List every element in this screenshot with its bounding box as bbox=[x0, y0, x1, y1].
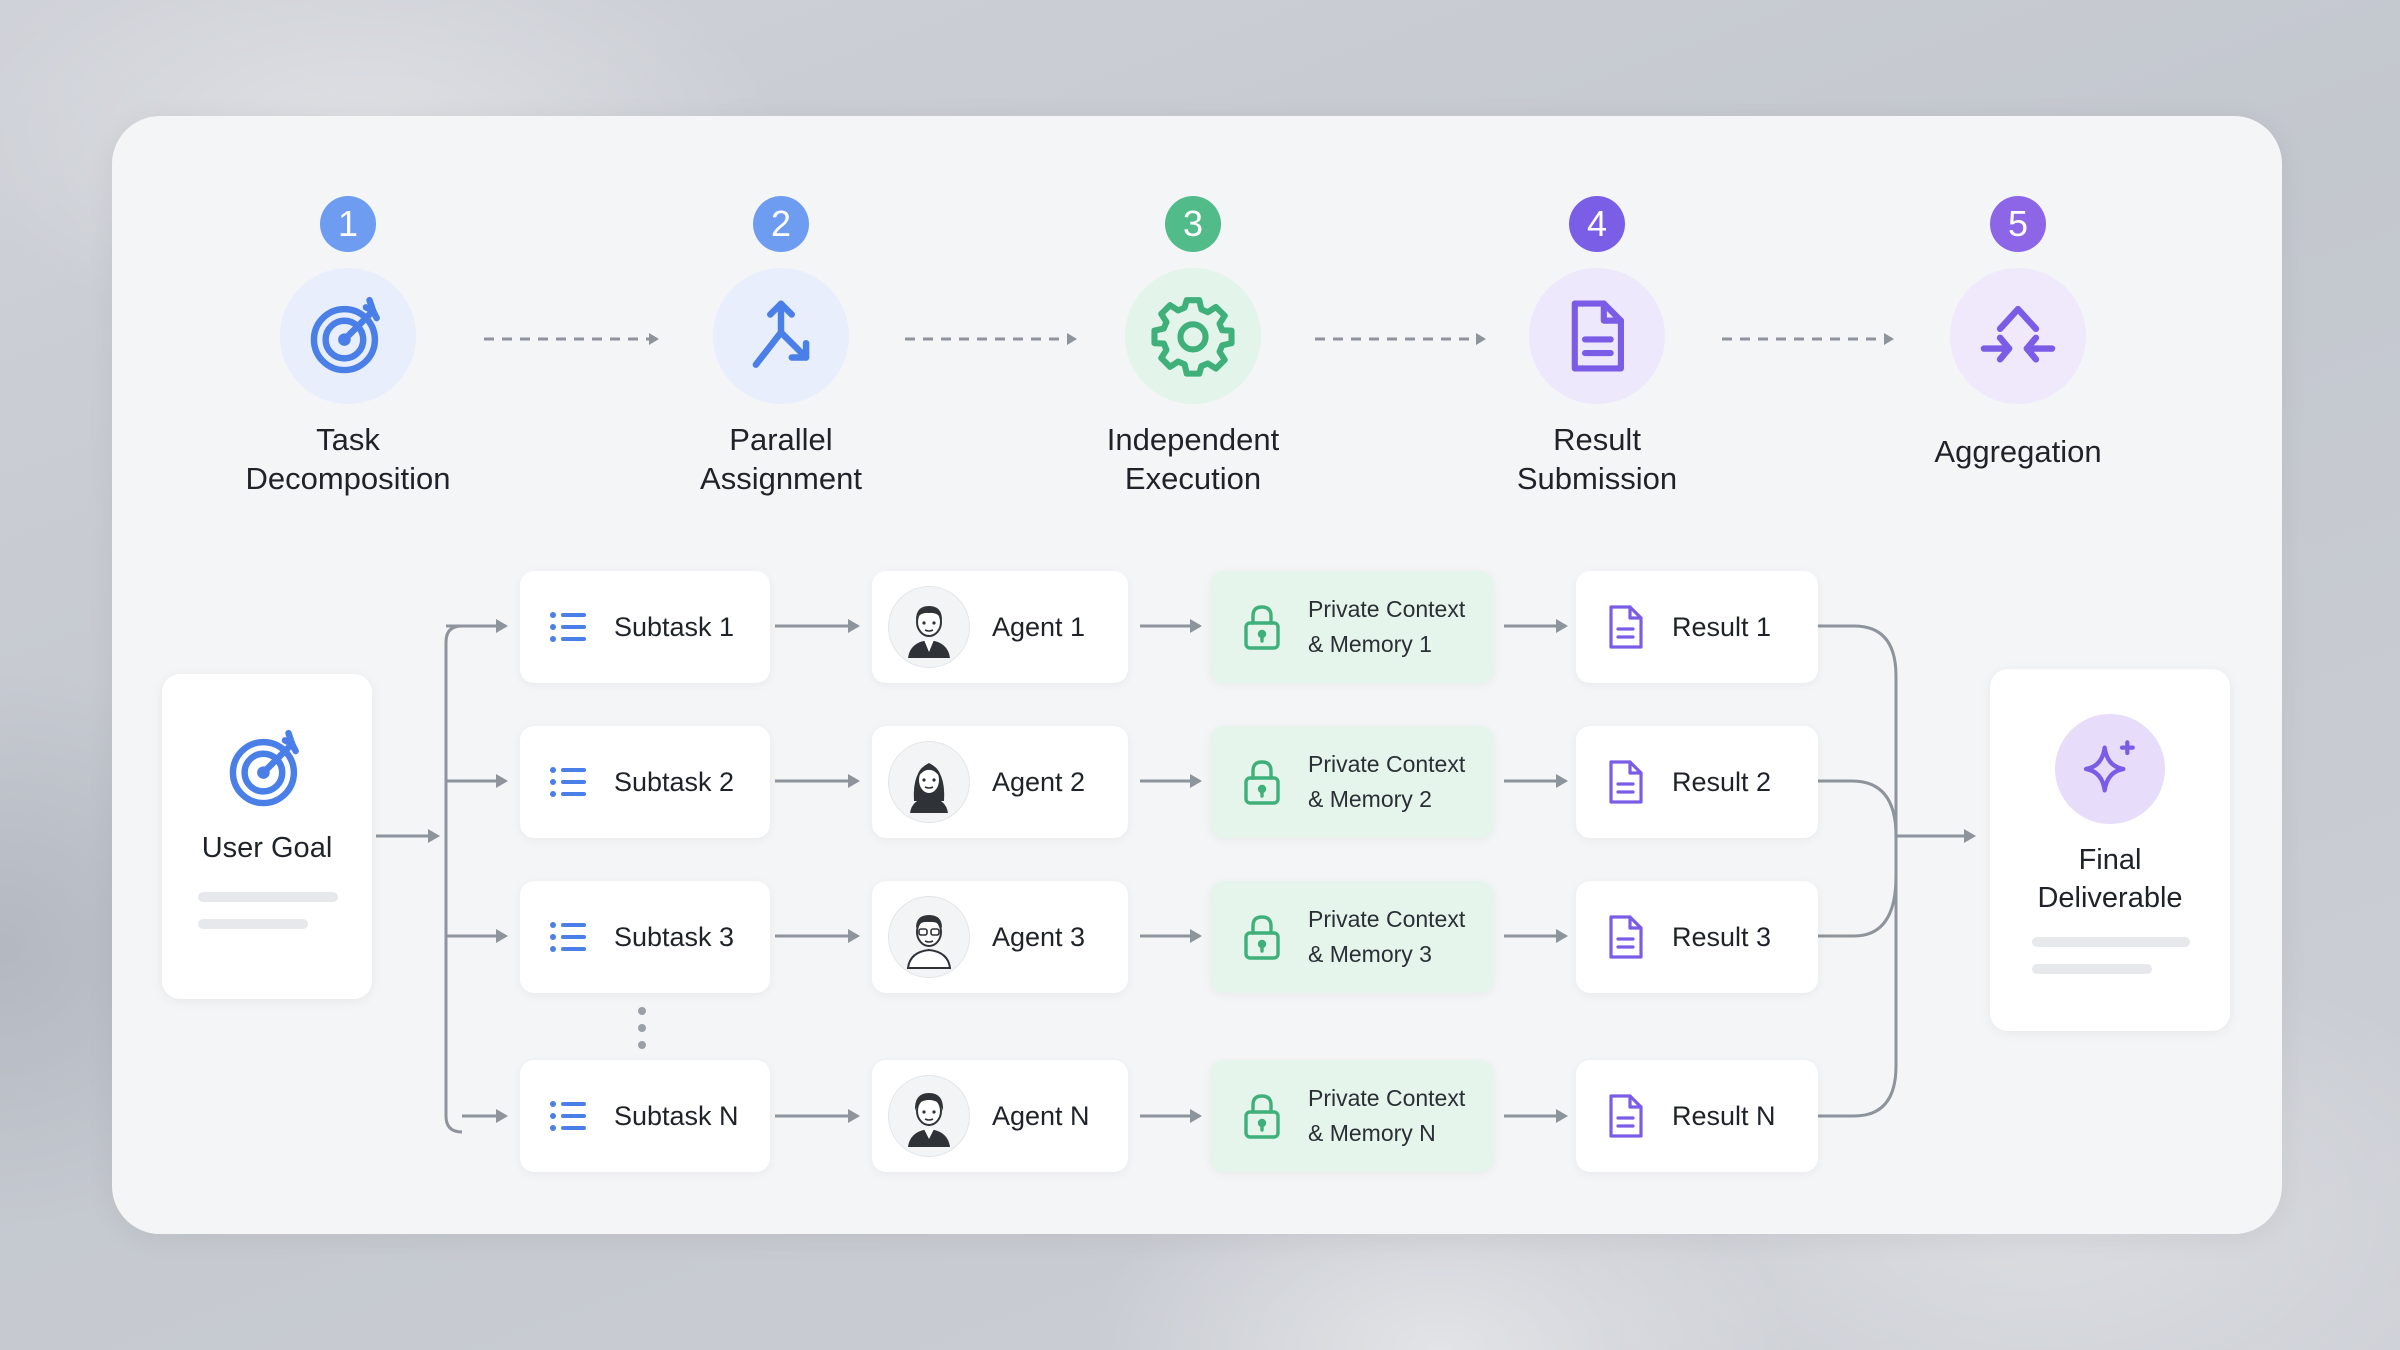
step-label: Result Submission bbox=[1516, 422, 1678, 496]
step-icon-circle bbox=[1125, 268, 1261, 404]
subtask-card[interactable]: Subtask 2 bbox=[520, 726, 770, 838]
merge-line-3 bbox=[1814, 875, 1898, 938]
step-number-badge: 2 bbox=[753, 196, 809, 252]
private-context-card[interactable]: Private Context & Memory 2 bbox=[1210, 726, 1494, 838]
lock-icon bbox=[1244, 760, 1280, 805]
list-icon bbox=[550, 1101, 586, 1131]
lock-icon bbox=[1244, 605, 1280, 650]
list-icon bbox=[550, 612, 586, 642]
step-number-badge: 1 bbox=[320, 196, 376, 252]
document-icon bbox=[1609, 915, 1643, 959]
final-deliverable-card: Final Deliverable bbox=[1990, 669, 2230, 1031]
private-context-label: Private Context & Memory 3 bbox=[1308, 906, 1466, 967]
merge-bracket bbox=[1814, 624, 1898, 1118]
subtask-label: Subtask 1 bbox=[614, 611, 735, 642]
private-context-label: Private Context & Memory N bbox=[1308, 1085, 1466, 1146]
result-card[interactable]: Result N bbox=[1576, 1060, 1818, 1172]
placeholder-line bbox=[2032, 937, 2190, 947]
subtask-label: Subtask 3 bbox=[614, 921, 735, 952]
step-label: Aggregation bbox=[1934, 434, 2102, 469]
step-icon-circle bbox=[280, 268, 416, 404]
avatar bbox=[888, 741, 970, 823]
sparkle-icon-circle bbox=[2055, 714, 2165, 824]
step-number-badge: 5 bbox=[1990, 196, 2046, 252]
result-card[interactable]: Result 2 bbox=[1576, 726, 1818, 838]
placeholder-line bbox=[198, 892, 338, 902]
user-goal-card: User Goal bbox=[162, 674, 372, 999]
document-icon bbox=[1609, 605, 1643, 649]
subtask-card[interactable]: Subtask 3 bbox=[520, 881, 770, 993]
avatar bbox=[888, 586, 970, 668]
target-icon bbox=[229, 729, 299, 807]
step-label: Task Decomposition bbox=[245, 422, 451, 496]
sparkle-icon bbox=[2083, 740, 2135, 793]
private-context-card[interactable]: Private Context & Memory 3 bbox=[1210, 881, 1494, 993]
list-icon bbox=[550, 922, 586, 952]
step-icon-circle bbox=[1529, 268, 1665, 404]
document-icon bbox=[1609, 760, 1643, 804]
final-deliverable-label: Final Deliverable bbox=[2037, 844, 2183, 914]
agent-label: Agent 1 bbox=[992, 611, 1086, 642]
avatar-icon bbox=[908, 606, 950, 658]
result-label: Result N bbox=[1672, 1100, 1776, 1131]
result-card[interactable]: Result 1 bbox=[1576, 571, 1818, 683]
step-connectors bbox=[484, 333, 1894, 345]
merge-arrows-icon bbox=[1980, 305, 2056, 363]
agent-card[interactable]: Agent 2 bbox=[872, 726, 1128, 838]
list-icon bbox=[550, 767, 586, 797]
lock-icon bbox=[1244, 915, 1280, 960]
gear-icon bbox=[1151, 297, 1235, 377]
step-icon-circle bbox=[713, 268, 849, 404]
private-context-card[interactable]: Private Context & Memory N bbox=[1210, 1060, 1494, 1172]
document-icon bbox=[1571, 300, 1624, 372]
split-bracket bbox=[444, 624, 463, 1134]
ellipsis-dots bbox=[638, 1007, 646, 1049]
step-label: Parallel Assignment bbox=[700, 422, 862, 496]
lock-icon bbox=[1244, 1094, 1280, 1139]
avatar-icon bbox=[910, 763, 948, 813]
agent-label: Agent 3 bbox=[992, 921, 1086, 952]
result-label: Result 1 bbox=[1672, 611, 1772, 642]
private-context-label: Private Context & Memory 2 bbox=[1308, 751, 1466, 812]
private-context-label: Private Context & Memory 1 bbox=[1308, 596, 1466, 657]
step-number-badge: 3 bbox=[1165, 196, 1221, 252]
document-icon bbox=[1609, 1094, 1643, 1138]
user-goal-label: User Goal bbox=[201, 832, 333, 864]
avatar bbox=[888, 896, 970, 978]
step-icon-circle bbox=[1950, 268, 2086, 404]
step-label: Independent Execution bbox=[1106, 422, 1280, 496]
step-number-badge: 4 bbox=[1569, 196, 1625, 252]
agent-card[interactable]: Agent 1 bbox=[872, 571, 1128, 683]
agent-label: Agent 2 bbox=[992, 766, 1086, 797]
fork-arrow-icon bbox=[752, 300, 810, 368]
merge-line-2 bbox=[1814, 779, 1898, 837]
subtask-card[interactable]: Subtask N bbox=[520, 1060, 770, 1172]
placeholder-line bbox=[198, 919, 308, 929]
placeholder-line bbox=[2032, 964, 2152, 974]
agent-label: Agent N bbox=[992, 1100, 1090, 1131]
avatar bbox=[888, 1075, 970, 1157]
subtask-card[interactable]: Subtask 1 bbox=[520, 571, 770, 683]
flow-connectors bbox=[376, 619, 1976, 1134]
agent-card[interactable]: Agent N bbox=[872, 1060, 1128, 1172]
avatar-icon bbox=[908, 1093, 950, 1147]
result-label: Result 3 bbox=[1672, 921, 1772, 952]
agent-card[interactable]: Agent 3 bbox=[872, 881, 1128, 993]
target-icon bbox=[310, 296, 380, 374]
diagram-panel: 1 Task Decomposition 2 Parallel Assignme… bbox=[112, 116, 2282, 1234]
avatar-icon bbox=[906, 915, 952, 969]
subtask-label: Subtask 2 bbox=[614, 766, 735, 797]
subtask-label: Subtask N bbox=[614, 1100, 739, 1131]
private-context-card[interactable]: Private Context & Memory 1 bbox=[1210, 571, 1494, 683]
result-card[interactable]: Result 3 bbox=[1576, 881, 1818, 993]
result-label: Result 2 bbox=[1672, 766, 1772, 797]
